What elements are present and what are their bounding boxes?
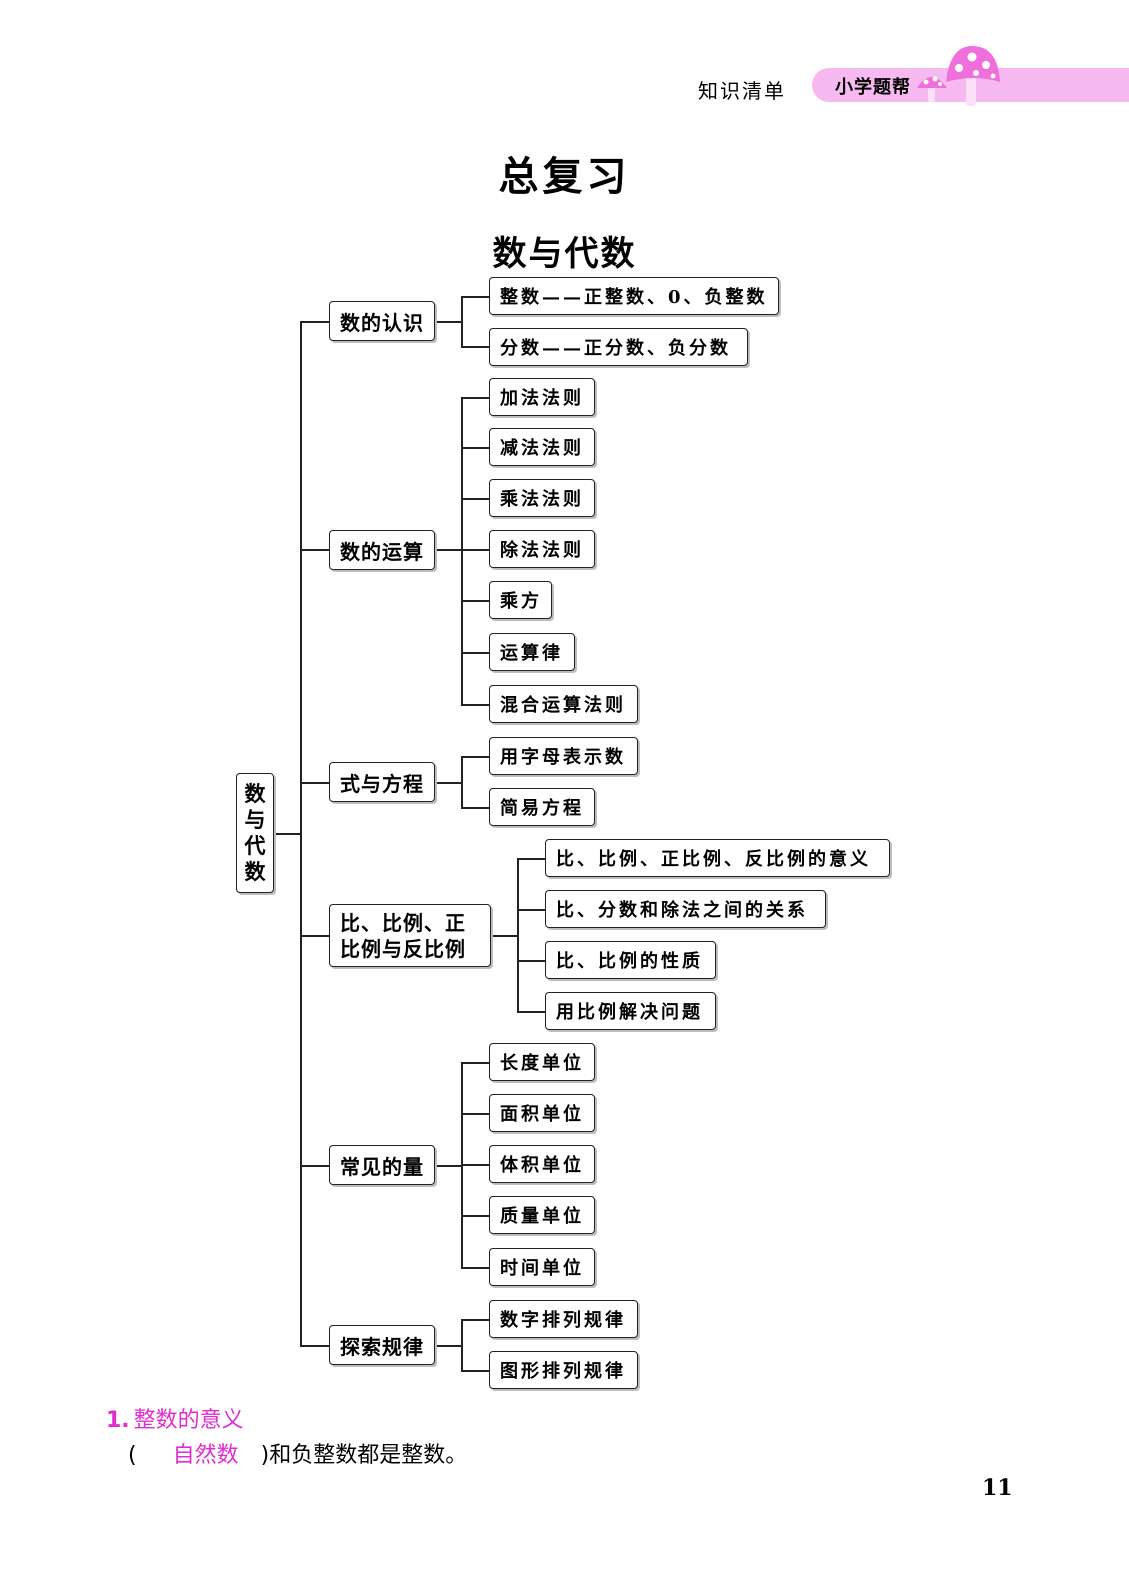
- page-number: 11: [982, 1475, 1013, 1501]
- question-answer: 自然数: [172, 1443, 239, 1468]
- leaf-integers: 整数——正整数、0、负整数: [489, 277, 779, 315]
- mushroom-icon: [917, 46, 1000, 106]
- leaf-ratio-properties: 比、比例的性质: [545, 941, 716, 979]
- leaf-volume-units: 体积单位: [489, 1145, 595, 1183]
- leaf-fractions: 分数——正分数、负分数: [489, 328, 748, 366]
- mindmap-root: 数与代数: [236, 773, 274, 893]
- leaf-subtraction-rule: 减法法则: [489, 428, 595, 466]
- leaf-time-units: 时间单位: [489, 1248, 595, 1286]
- leaf-addition-rule: 加法法则: [489, 378, 595, 416]
- leaf-division-rule: 除法法则: [489, 530, 595, 568]
- leaf-area-units: 面积单位: [489, 1094, 595, 1132]
- leaf-mass-units: 质量单位: [489, 1196, 595, 1234]
- branch-number-concepts: 数的认识: [329, 301, 435, 341]
- leaf-proportion-problems: 用比例解决问题: [545, 992, 716, 1030]
- leaf-operation-laws: 运算律: [489, 633, 575, 671]
- header-brand-label: 小学题帮: [835, 77, 911, 98]
- page-title: 总复习: [498, 153, 631, 200]
- leaf-ratio-meaning: 比、比例、正比例、反比例的意义: [545, 839, 890, 877]
- section-subtitle: 数与代数: [492, 234, 637, 274]
- leaf-multiplication-rule: 乘法法则: [489, 479, 595, 517]
- question-number: 1.: [106, 1408, 130, 1433]
- branch-ratio-proportion: 比、比例、正比例与反比例: [329, 904, 491, 967]
- leaf-number-patterns: 数字排列规律: [489, 1300, 638, 1338]
- leaf-mixed-operations: 混合运算法则: [489, 685, 638, 723]
- leaf-letters-for-numbers: 用字母表示数: [489, 737, 638, 775]
- branch-expressions-equations: 式与方程: [329, 762, 435, 802]
- leaf-power: 乘方: [489, 581, 552, 619]
- question-rest: )和负整数都是整数。: [260, 1443, 468, 1468]
- mindmap-root-label: 数与代数: [244, 782, 266, 884]
- leaf-simple-equations: 简易方程: [489, 788, 595, 826]
- leaf-length-units: 长度单位: [489, 1043, 595, 1081]
- leaf-ratio-fraction-division: 比、分数和除法之间的关系: [545, 890, 826, 928]
- header-section-label: 知识清单: [698, 79, 786, 103]
- branch-number-operations: 数的运算: [329, 530, 435, 570]
- question-title: 整数的意义: [133, 1408, 244, 1433]
- branch-common-quantities: 常见的量: [329, 1145, 435, 1185]
- leaf-shape-patterns: 图形排列规律: [489, 1351, 638, 1389]
- branch-exploring-patterns: 探索规律: [329, 1325, 435, 1365]
- question-open-paren: (: [128, 1443, 137, 1468]
- question-heading: 1.整数的意义: [106, 1402, 244, 1434]
- question-body: ( 自然数 )和负整数都是整数。: [128, 1437, 467, 1469]
